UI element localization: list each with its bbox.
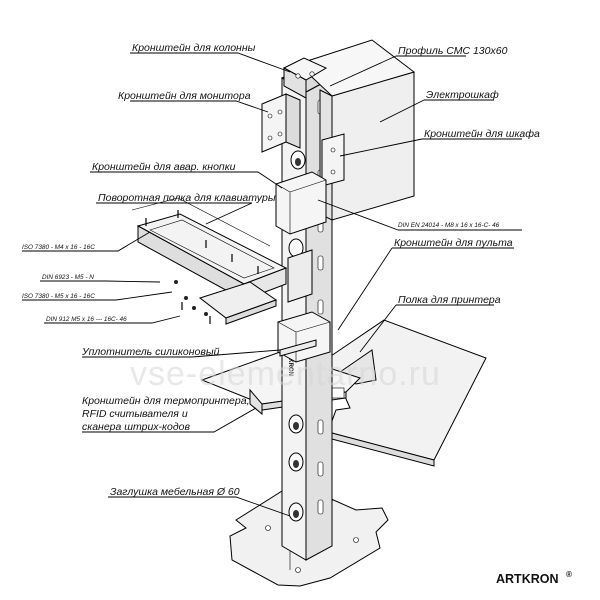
brand-logo: ARTKRON ® — [496, 570, 572, 586]
brand-name: ARTKRON — [496, 572, 559, 586]
leader-lines — [22, 52, 522, 517]
label-keyboard-shelf: Поворотная полка для клавиатуры — [98, 192, 276, 204]
label-column-bracket: Кронштейн для колонны — [132, 42, 256, 54]
label-printer-shelf: Полка для принтера — [398, 294, 501, 306]
column-bracket — [282, 57, 328, 99]
keyboard-shelf — [131, 197, 288, 325]
label-din-en-24014: DIN EN 24014 - M8 x 16 x 16-C- 46 — [398, 222, 500, 229]
label-cabinet-bracket: Кронштейн для шкафа — [424, 128, 540, 140]
emergency-button-bracket — [275, 171, 327, 235]
label-electrical-cabinet: Электрошкаф — [426, 89, 499, 101]
label-emergency-button-bracket: Кронштейн для авар. кнопки — [92, 161, 236, 173]
label-cmc-profile: Профиль СМС 130х60 — [398, 45, 508, 57]
label-silicone-seal: Уплотнитель силиконовый — [81, 346, 220, 358]
label-din-912: DIN 912 M5 x 16 --- 16C- 46 — [46, 316, 127, 323]
label-monitor-bracket: Кронштейн для монитора — [118, 90, 251, 102]
label-printer-bracket-line2: RFID считывателя и — [82, 408, 188, 420]
label-end-cap: Заглушка мебельная Ø 60 — [110, 486, 240, 498]
watermark: vse-elementarno.ru — [130, 355, 441, 393]
monitor-bracket — [261, 93, 301, 153]
label-console-bracket: Кронштейн для пульта — [394, 237, 513, 249]
label-printer-bracket-line1: Кронштейн для термопринтера, — [82, 395, 250, 407]
column-marking: ARTKRON — [287, 346, 293, 376]
label-din-6923: DIN 6923 - M5 - N — [42, 274, 94, 281]
cabinet-bracket — [321, 133, 345, 187]
silicone-seal — [279, 339, 317, 357]
label-iso-7380-m4: ISO 7380 - M4 x 16 - 16C — [22, 244, 95, 251]
label-iso-7380-m5: ISO 7380 - M5 x 16 - 16C — [22, 293, 95, 300]
labels: Кронштейн для колонны Профиль СМС 130х60… — [22, 42, 540, 498]
printer-shelf — [327, 319, 487, 467]
brand-registered-mark: ® — [566, 570, 572, 579]
label-printer-bracket-line3: сканера штрих-кодов — [82, 421, 190, 433]
